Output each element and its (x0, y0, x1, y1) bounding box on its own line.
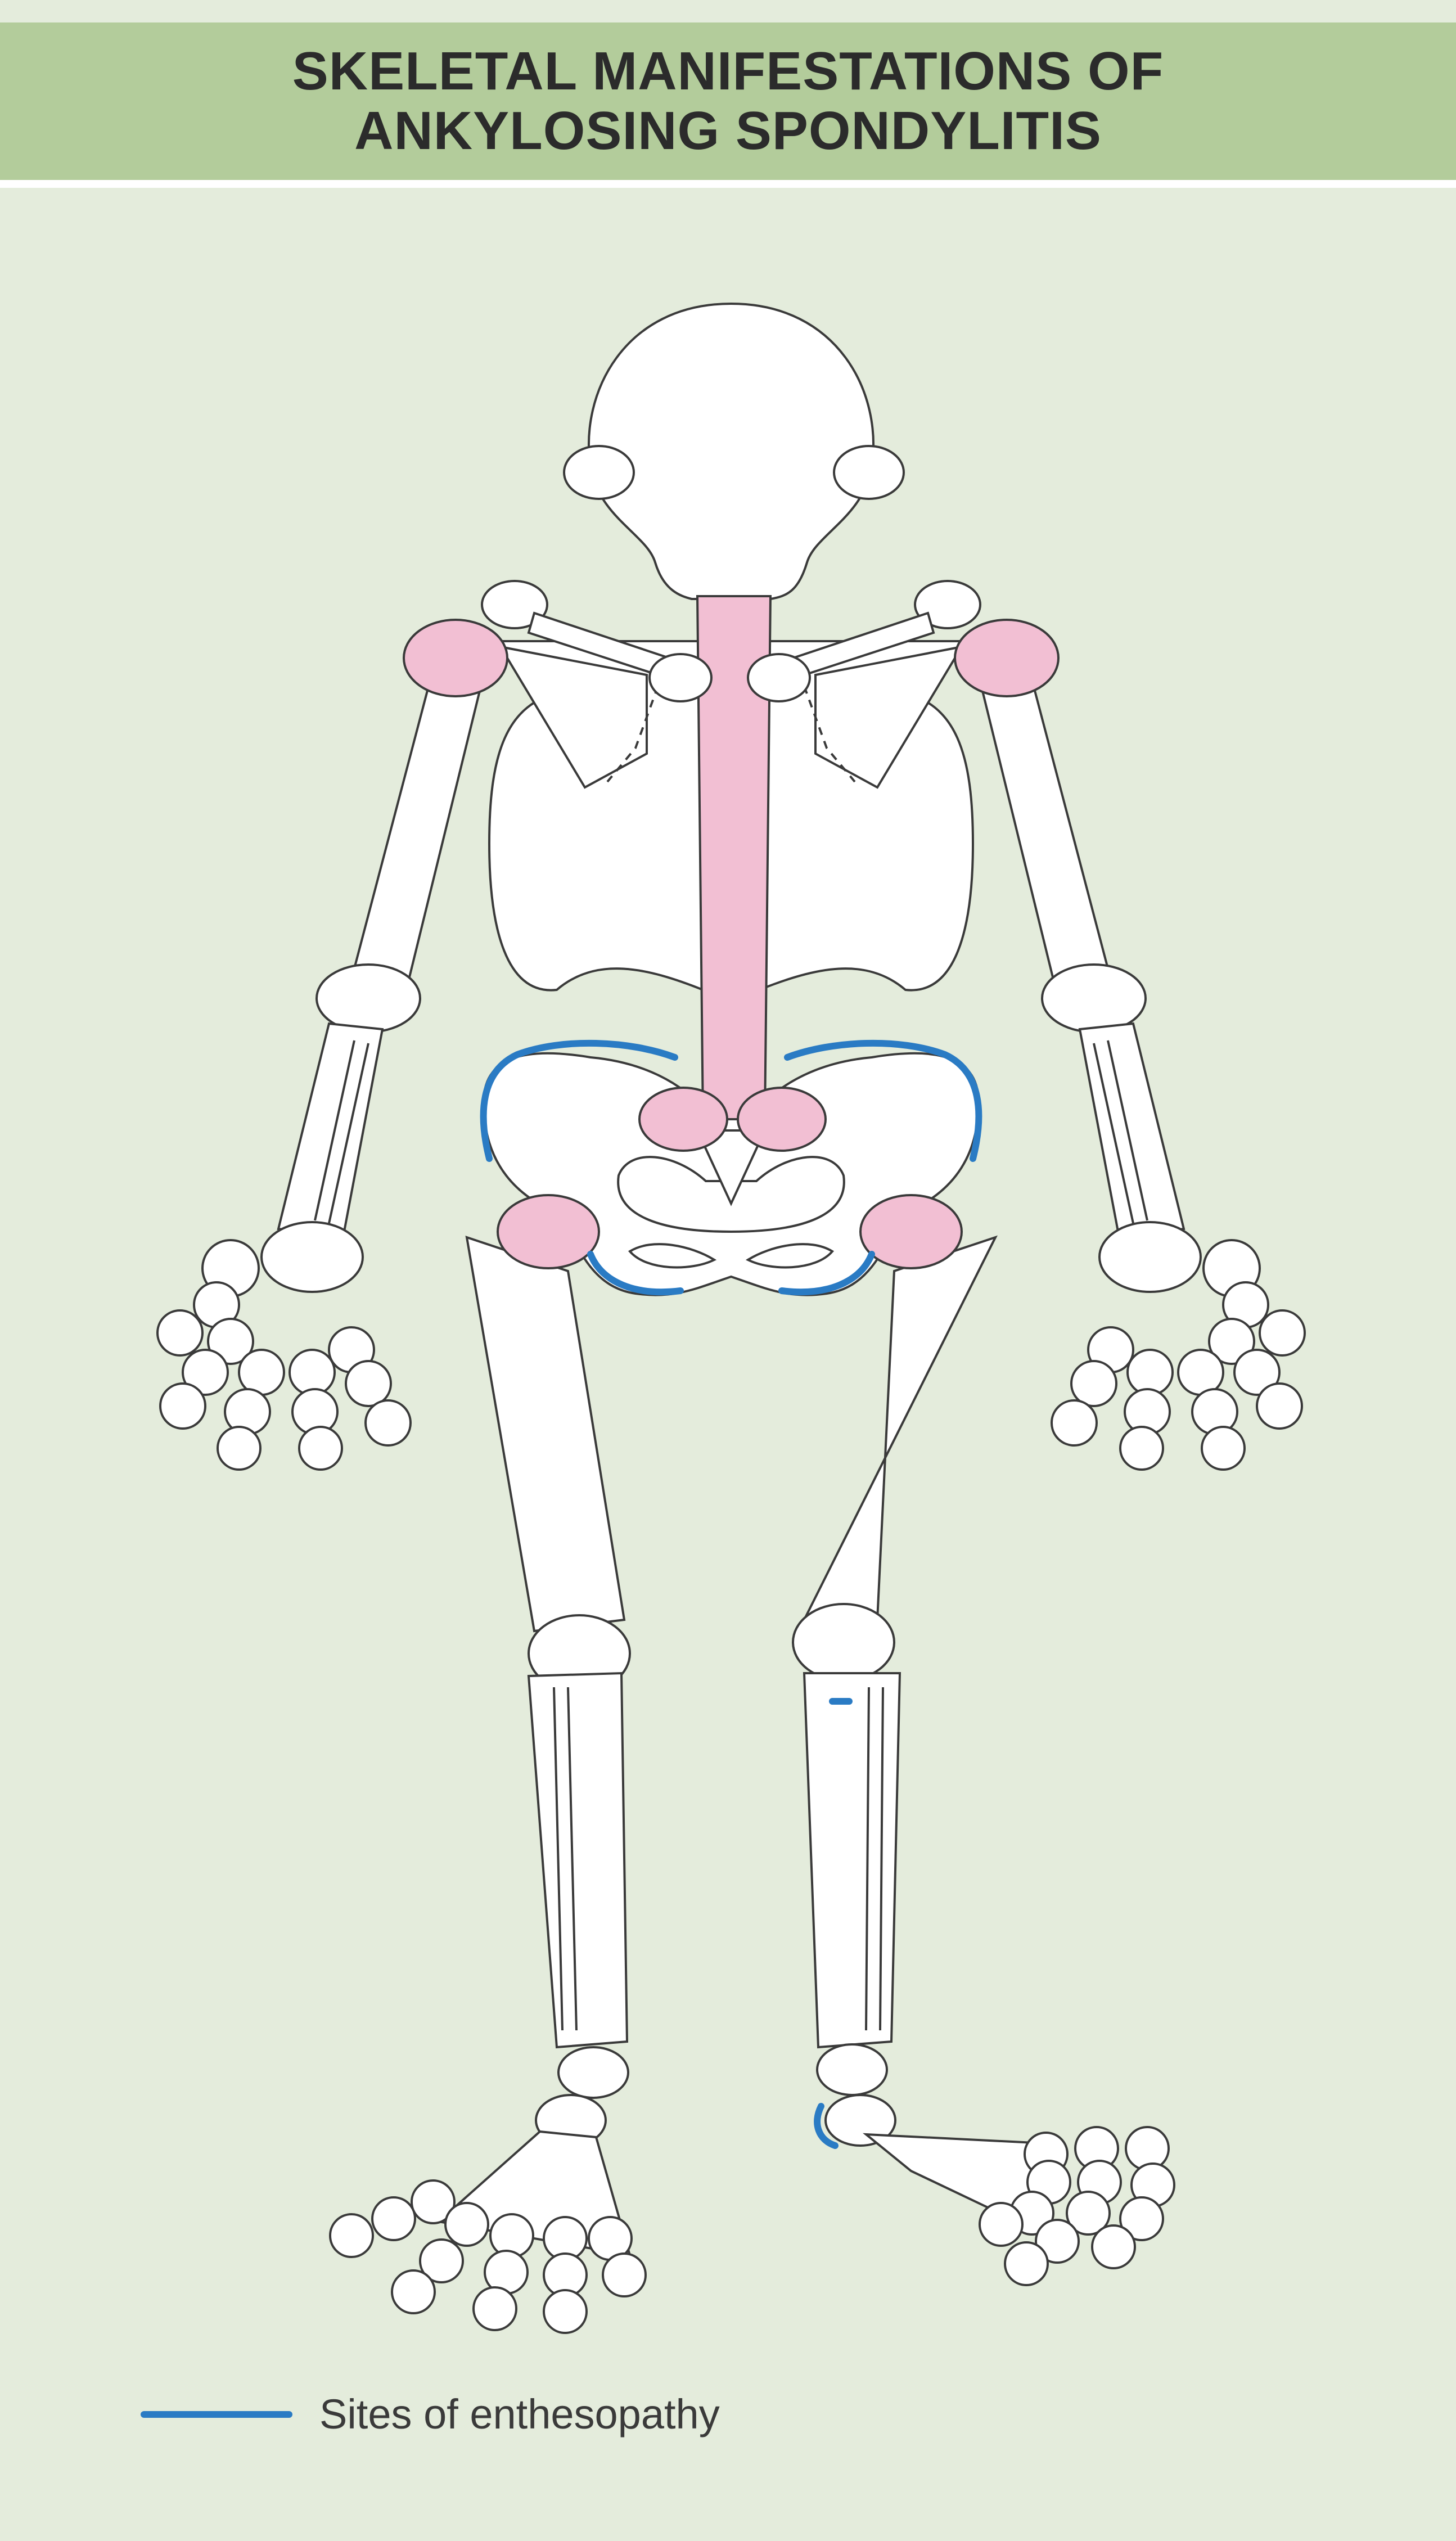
tibia-left (529, 1673, 627, 2047)
foot-bone (1092, 2225, 1135, 2268)
shoulder-left-affected (404, 620, 507, 696)
hand-bone (1257, 1384, 1302, 1429)
sternoclavicular-right (748, 654, 810, 701)
hand-bone (1120, 1427, 1163, 1470)
hand-bone (160, 1384, 205, 1429)
hand-bone (290, 1350, 335, 1395)
femur-left (467, 1237, 624, 1631)
hand-bone (1071, 1361, 1116, 1406)
wrist-right (1099, 1222, 1201, 1292)
hand-bone (218, 1427, 260, 1470)
hip-left-affected (498, 1195, 599, 1268)
humerus-right (979, 669, 1114, 995)
foot-bone (544, 2290, 587, 2333)
legend: Sites of enthesopathy (141, 2390, 720, 2438)
jaw-joint-right (834, 446, 904, 499)
foot-bone (372, 2197, 415, 2240)
femur-right (799, 1237, 995, 1631)
hand-bone (1260, 1310, 1305, 1355)
hand-bone (1128, 1350, 1173, 1395)
foot-bone (1005, 2242, 1048, 2285)
ankle-right (817, 2044, 887, 2095)
hand-bone (346, 1361, 391, 1406)
wrist-left (262, 1222, 363, 1292)
foot-bone (392, 2270, 435, 2313)
forearm-right (1080, 1024, 1184, 1237)
hand-bone (366, 1400, 411, 1445)
ankle-left (558, 2047, 628, 2098)
sternoclavicular-left (650, 654, 711, 701)
hand-bone (1202, 1427, 1245, 1470)
hip-right-affected (860, 1195, 962, 1268)
humerus-left (349, 669, 484, 995)
elbow-left (317, 965, 420, 1032)
shoulder-right-affected (955, 620, 1058, 696)
foot-bone (474, 2287, 516, 2330)
hand-bone (299, 1427, 342, 1470)
hand-bone (1052, 1400, 1097, 1445)
forearm-left (278, 1024, 382, 1237)
jaw-joint-left (564, 446, 634, 499)
legend-label: Sites of enthesopathy (319, 2390, 720, 2438)
foot-bone (603, 2254, 646, 2296)
legend-line-swatch (141, 2411, 292, 2418)
knee-right (793, 1604, 894, 1681)
foot-bone (330, 2214, 373, 2257)
elbow-right (1042, 965, 1146, 1032)
sacroiliac-right-affected (738, 1088, 826, 1151)
hand-bone (1178, 1350, 1223, 1395)
tibia-right (804, 1673, 900, 2047)
foot-bone (445, 2203, 488, 2246)
skull (589, 304, 873, 599)
hand-bone (157, 1310, 202, 1355)
foot-bone (980, 2203, 1022, 2246)
sacroiliac-left-affected (639, 1088, 727, 1151)
hand-bone (239, 1350, 284, 1395)
